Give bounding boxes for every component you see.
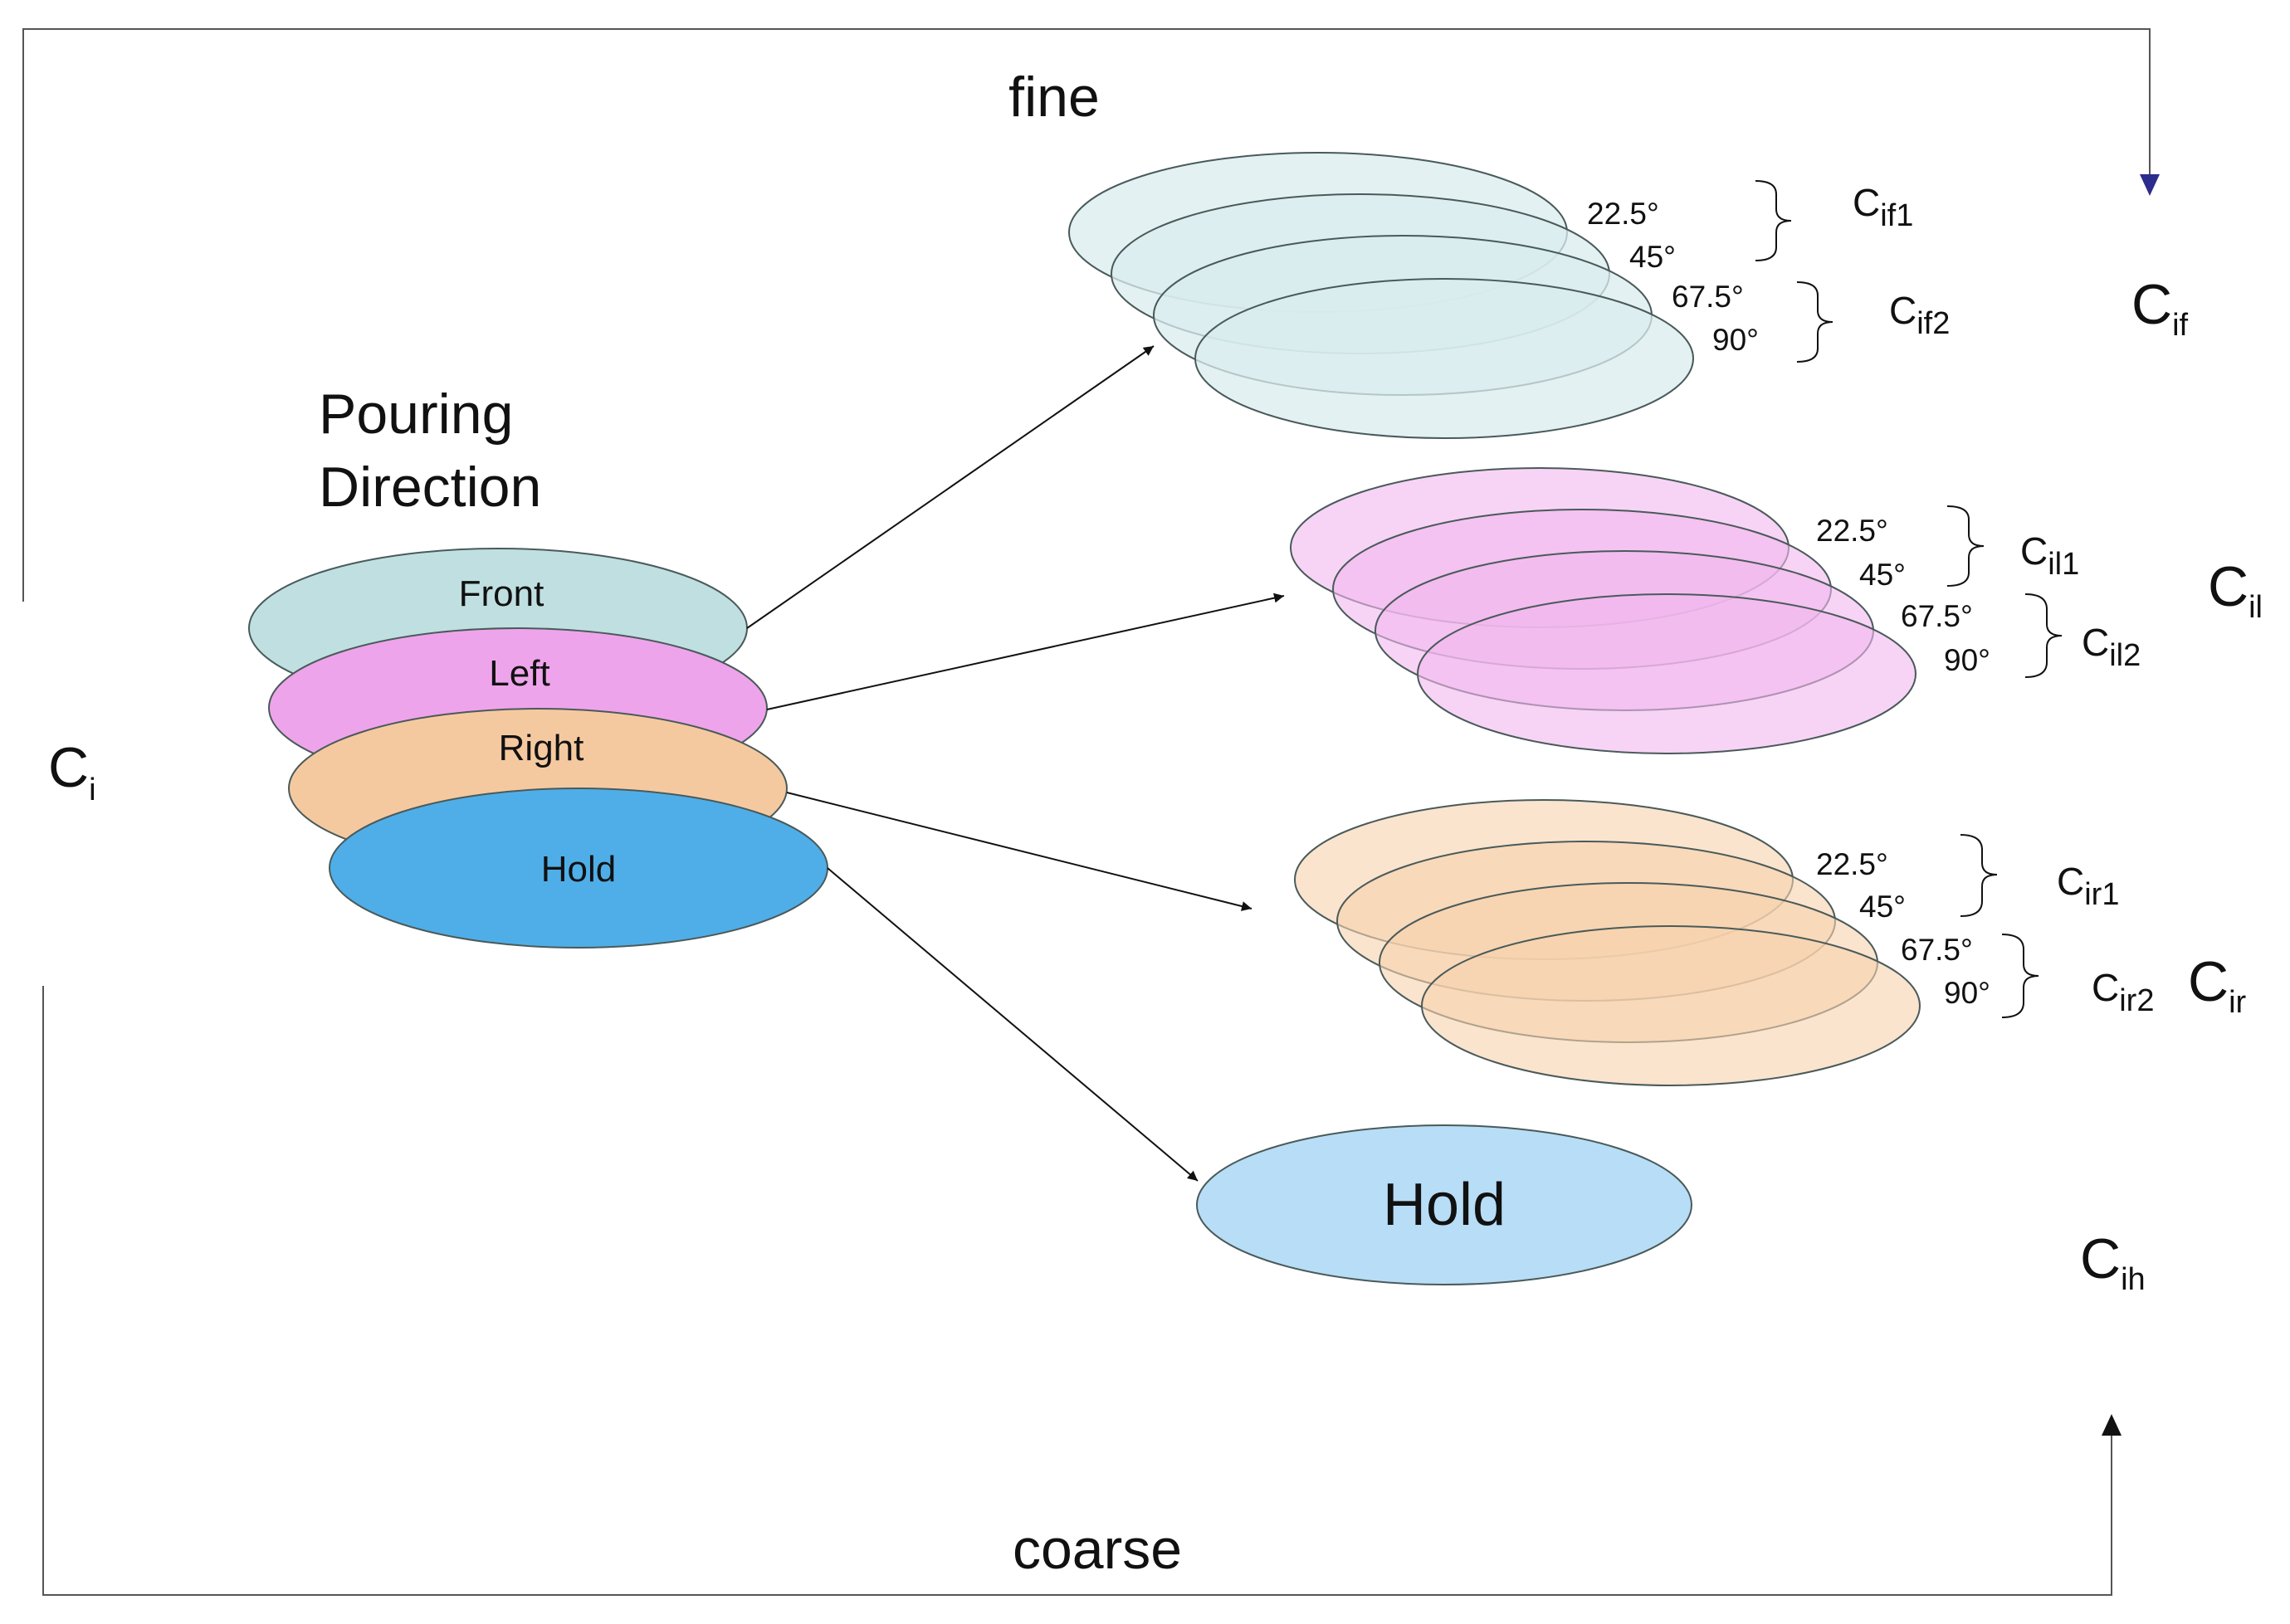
left-subclass-2: Cil2 [2082,621,2141,673]
hold-direction-label: Hold [541,849,617,890]
front-direction-label: Front [459,573,544,614]
left-subclass-1: Cil1 [2020,529,2079,582]
left-angle-group: 22.5° 45° 67.5° 90° Cil1 Cil2 Cil [1290,467,2263,754]
arrow-to-front-group [746,345,1155,629]
front-brace-2 [1796,281,1833,363]
branch-arrows [746,345,1285,1182]
left-brace-1 [1946,505,1985,587]
arrow-to-hold-group [827,867,1199,1182]
front-class-label: Cif [2131,273,2189,343]
left-angle-ellipse-4 [1417,593,1916,754]
front-subclass-2: Cif2 [1889,289,1950,341]
coarse-path-arrowhead [2102,1414,2122,1436]
front-brace-1 [1755,180,1792,261]
front-angle-3: 67.5° [1672,280,1744,314]
arrow-to-left-group [766,593,1285,710]
pouring-direction-title: Pouring Direction [319,383,541,519]
front-angle-4: 90° [1712,323,1759,357]
title-line-1: Pouring [319,383,513,446]
pouring-direction-stack: Front Left Right Hold [248,548,828,949]
front-angle-1: 22.5° [1587,197,1659,231]
right-brace-1 [1960,834,1998,917]
right-angle-ellipse-4 [1421,925,1921,1086]
right-subclass-1: Cir1 [2057,860,2119,912]
right-direction-label: Right [499,728,584,768]
left-direction-label: Left [489,653,549,694]
hold-group: Hold Cih [1196,1124,2146,1297]
front-angle-ellipse-4 [1194,278,1694,439]
front-subclass-1: Cif1 [1853,181,1913,233]
front-angle-2: 45° [1629,240,1676,274]
right-angle-1: 22.5° [1816,847,1888,881]
left-angle-3: 67.5° [1901,599,1973,633]
left-class-label: Cil [2208,555,2263,625]
right-angle-2: 45° [1859,890,1906,924]
hold-group-label: Hold [1383,1172,1506,1238]
right-subclass-2: Cir2 [2092,966,2154,1018]
left-brace-2 [2024,593,2063,678]
title-line-2: Direction [319,456,541,519]
left-angle-1: 22.5° [1816,514,1888,548]
coarse-label: coarse [1013,1518,1182,1581]
right-angle-4: 90° [1944,976,1990,1010]
left-angle-2: 45° [1859,558,1906,592]
left-angle-4: 90° [1944,643,1990,677]
fine-label: fine [1008,66,1100,129]
front-angle-group: 22.5° 45° 67.5° 90° Cif1 Cif2 Cif [1068,152,2189,439]
right-angle-3: 67.5° [1901,933,1973,967]
coarse-path-line [42,986,2112,1596]
hold-group-ellipse [1196,1124,1692,1285]
hold-class-label: Cih [2080,1227,2146,1297]
fine-path-arrowhead [2140,174,2160,196]
frame-paths: fine coarse [22,28,2160,1596]
right-angle-group: 22.5° 45° 67.5° 90° Cir1 Cir2 Cir [1294,799,2247,1086]
right-class-label: Cir [2188,950,2247,1020]
input-class-label: Ci [48,736,96,807]
arrow-to-right-group [786,792,1252,911]
fine-path-line [22,28,2151,602]
right-brace-2 [2001,934,2039,1018]
